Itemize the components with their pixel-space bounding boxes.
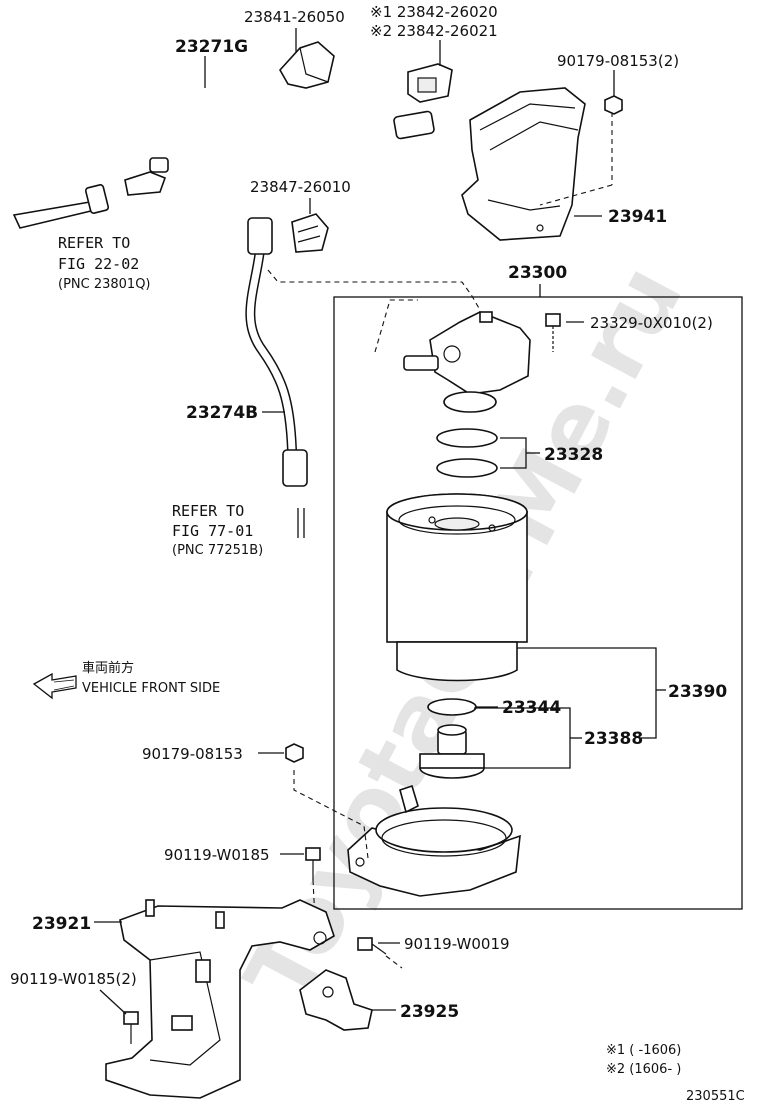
fuel-pipe-end-22-02	[12, 184, 110, 229]
o-ring-23344[interactable]	[427, 698, 477, 716]
direction-en: VEHICLE FRONT SIDE	[82, 681, 220, 696]
label-90179: 90179-08153	[142, 745, 243, 763]
drain-plug-23388[interactable]	[419, 724, 485, 779]
label-23388: 23388	[584, 729, 643, 749]
clamp-23841[interactable]	[279, 41, 335, 89]
hose-23271g[interactable]	[124, 88, 435, 196]
label-90119-w0019: 90119-W0019	[404, 935, 510, 953]
ref-22-02-line2: FIG 22-02	[58, 255, 139, 273]
clamp-23925[interactable]	[299, 969, 373, 1031]
label-90119-w0185-2: 90119-W0185(2)	[10, 970, 137, 988]
bolt-90179-top[interactable]	[604, 95, 623, 115]
bolt-90119-w0019[interactable]	[357, 937, 387, 955]
clamp-23842[interactable]	[407, 63, 453, 103]
label-90119-w0185: 90119-W0185	[164, 846, 270, 864]
bolt-90119-w0185[interactable]	[305, 847, 321, 880]
note-1: ※1 ( -1606)	[606, 1043, 681, 1058]
figure-code: 230551C	[686, 1089, 745, 1104]
ref-22-02-line3: (PNC 23801Q)	[58, 277, 151, 292]
clamp-23847[interactable]	[291, 213, 329, 253]
label-23941: 23941	[608, 207, 667, 227]
bolt-90119-w0185-pair[interactable]	[123, 1011, 139, 1044]
direction-jp: 車両前方	[82, 660, 134, 676]
filter-element-23390[interactable]	[386, 493, 528, 682]
ref-77-01-line2: FIG 77-01	[172, 522, 253, 540]
label-23274b: 23274B	[186, 403, 258, 423]
label-23344: 23344	[502, 698, 561, 718]
ref-77-01-line3: (PNC 77251B)	[172, 543, 263, 558]
note-2: ※2 (1606- )	[606, 1062, 681, 1077]
ref-22-02-line1: REFER TO	[58, 234, 130, 252]
label-23847: 23847-26010	[250, 178, 351, 196]
label-23925: 23925	[400, 1002, 459, 1022]
label-90179-2: 90179-08153(2)	[557, 52, 679, 70]
ref-77-01-line1: REFER TO	[172, 502, 244, 520]
label-23390: 23390	[668, 682, 727, 702]
priming-pump-head[interactable]	[403, 311, 531, 413]
assembly-box-23300	[333, 296, 743, 910]
vehicle-front-arrow-icon	[32, 672, 77, 700]
label-23842-a: ※1 23842-26020	[370, 3, 498, 21]
label-23329: 23329-0X010(2)	[590, 314, 713, 332]
bracket-23921[interactable]	[105, 899, 335, 1099]
nut-90179[interactable]	[285, 743, 304, 763]
cover-23941[interactable]	[461, 87, 586, 241]
label-23271g: 23271G	[175, 37, 248, 57]
label-23921: 23921	[32, 914, 91, 934]
bolt-23329[interactable]	[545, 313, 561, 352]
label-23328: 23328	[544, 445, 603, 465]
label-23841: 23841-26050	[244, 8, 345, 26]
filter-bracket-band[interactable]	[347, 784, 521, 897]
hose-23274b[interactable]	[245, 217, 308, 487]
label-23300: 23300	[508, 263, 567, 283]
label-23842-b: ※2 23842-26021	[370, 22, 498, 40]
o-rings-23328[interactable]	[436, 428, 498, 478]
